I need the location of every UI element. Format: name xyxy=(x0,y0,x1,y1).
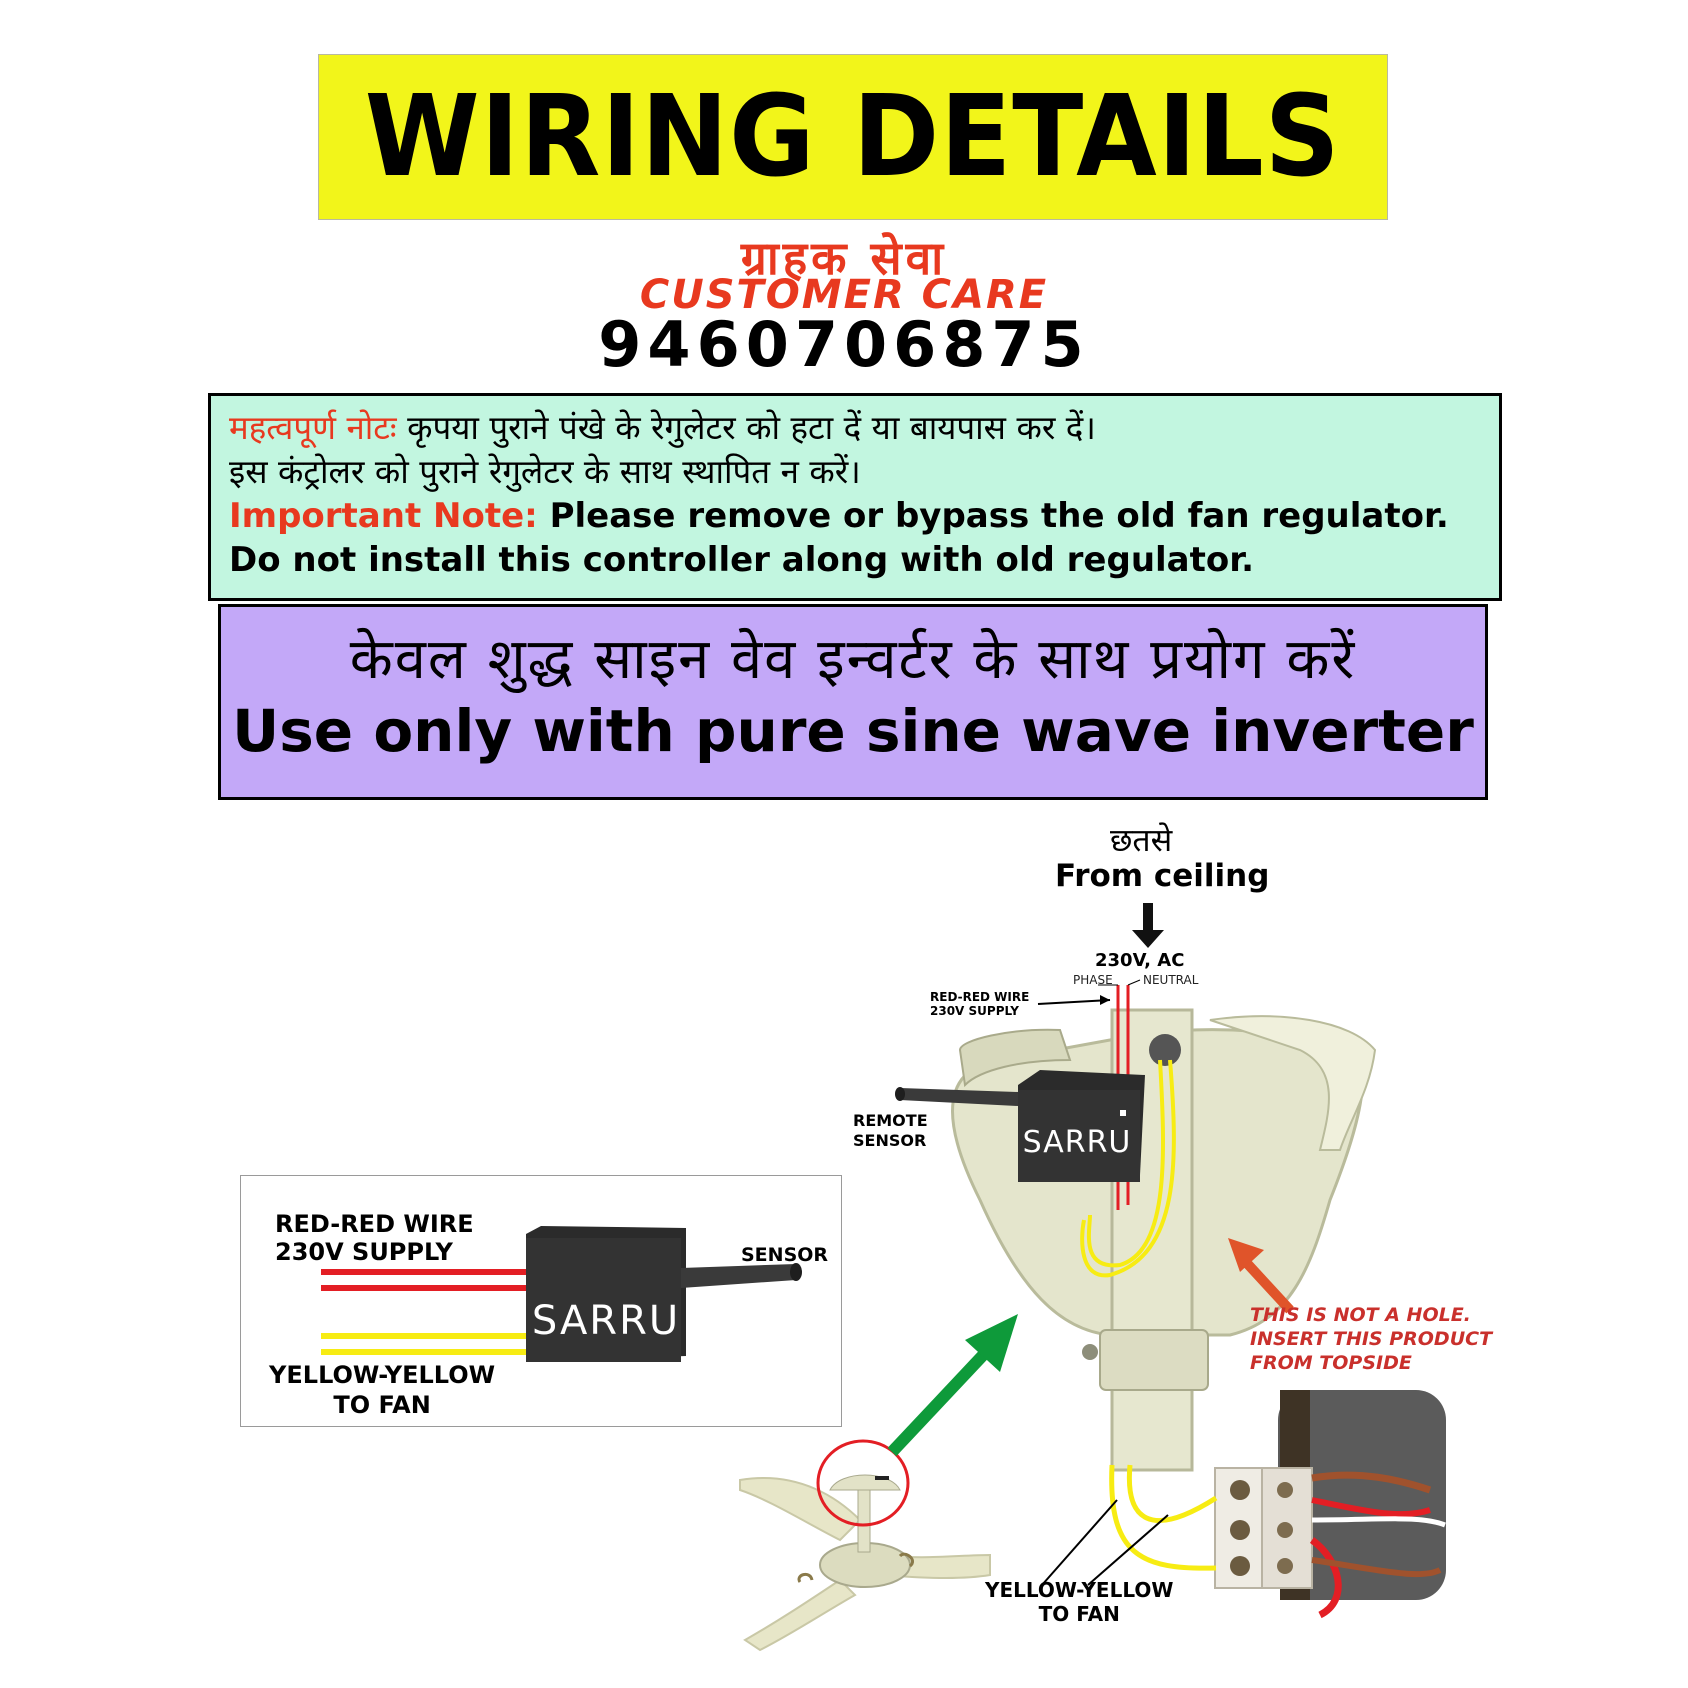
red-wire-pointer xyxy=(1037,999,1111,1005)
remote-sensor-line2: SENSOR xyxy=(853,1131,927,1150)
controller-inset: RED-RED WIRE 230V SUPPLY SENSOR SARRU YE… xyxy=(240,1175,842,1427)
inset-red-line1: RED-RED WIRE xyxy=(275,1210,474,1238)
inset-sensor-tip xyxy=(790,1263,802,1281)
fan-highlight-circle xyxy=(816,1439,910,1527)
ceiling-fan-thumbnail xyxy=(739,1474,991,1652)
note-english-label: Important Note: xyxy=(229,496,538,536)
yellow-label-line1: YELLOW-YELLOW xyxy=(985,1578,1174,1602)
inset-brand: SARRU xyxy=(531,1298,681,1344)
red-wire-label-line1: RED-RED WIRE xyxy=(930,990,1030,1004)
down-rod xyxy=(1110,1008,1194,1472)
red-wire-pointer-head xyxy=(1100,995,1110,1005)
inset-yellow-label: YELLOW-YELLOW TO FAN xyxy=(269,1360,495,1420)
inverter-english: Use only with pure sine wave inverter xyxy=(232,697,1474,765)
page-title: WIRING DETAILS xyxy=(365,72,1341,202)
remote-sensor-stub xyxy=(900,1088,1018,1106)
neutral-label: NEUTRAL xyxy=(1143,973,1199,987)
yellow-label-line2: TO FAN xyxy=(1038,1602,1120,1626)
inset-yellow-line2: TO FAN xyxy=(333,1391,431,1419)
note-hindi-text2: इस कंट्रोलर को पुराने रेगुलेटर के साथ स्… xyxy=(229,452,861,491)
remote-sensor-line1: REMOTE xyxy=(853,1111,928,1130)
yellow-wire-2 xyxy=(1080,1059,1176,1278)
phase-label: PHASE xyxy=(1073,973,1113,987)
green-arrow-icon xyxy=(887,1314,1018,1457)
yellow-pointer-1 xyxy=(1041,1499,1118,1586)
customer-care-phone: 9460706875 xyxy=(598,308,1090,381)
inset-red-line2: 230V SUPPLY xyxy=(275,1238,453,1266)
inverter-warning-box: केवल शुद्ध साइन वेव इन्वर्टर के साथ प्रय… xyxy=(218,604,1488,800)
orange-arrow-icon xyxy=(1228,1238,1294,1314)
rod-hole xyxy=(1149,1034,1181,1066)
red-wire-label-line2: 230V SUPPLY xyxy=(930,1004,1019,1018)
inverter-hindi: केवल शुद्ध साइन वेव इन्वर्टर के साथ प्रय… xyxy=(349,627,1357,692)
yellow-wire-1 xyxy=(1086,1059,1166,1268)
rod-yellow-wire-2 xyxy=(1109,1464,1217,1571)
note-english-text2: Do not install this controller along wit… xyxy=(229,540,1255,580)
down-arrow-icon xyxy=(1132,903,1164,948)
customer-care-label: CUSTOMER CARE xyxy=(639,272,1049,318)
remote-sensor-tip xyxy=(895,1087,905,1101)
title-banner: WIRING DETAILS xyxy=(318,54,1388,220)
note-english-line1: Important Note: Please remove or bypass … xyxy=(229,494,1481,538)
from-ceiling-label: From ceiling xyxy=(1055,858,1270,894)
important-note-box: महत्वपूर्ण नोटः कृपया पुराने पंखे के रेग… xyxy=(208,393,1502,601)
remote-sensor-label: REMOTE SENSOR xyxy=(853,1111,928,1151)
inset-red-wire-label: RED-RED WIRE 230V SUPPLY xyxy=(275,1210,474,1266)
warning-line3: FROM TOPSIDE xyxy=(1250,1352,1412,1374)
rod-bolt xyxy=(1082,1344,1098,1360)
terminal-block xyxy=(1214,1390,1446,1619)
note-hindi-line1: महत्वपूर्ण नोटः कृपया पुराने पंखे के रेग… xyxy=(229,406,1481,450)
from-ceiling-hindi: छतसे xyxy=(1110,821,1173,859)
inset-drawing xyxy=(321,1226,802,1362)
warning-line2: INSERT THIS PRODUCT xyxy=(1250,1328,1493,1350)
red-wire-label: RED-RED WIRE 230V SUPPLY xyxy=(930,990,1029,1018)
yellow-pointer-2 xyxy=(1087,1514,1169,1586)
rod-yellow-wire-1 xyxy=(1126,1464,1218,1523)
customer-care-hindi: ग्राहक सेवा xyxy=(740,231,948,285)
inset-sensor-label: SENSOR xyxy=(741,1244,829,1266)
warning-line1: THIS IS NOT A HOLE. xyxy=(1250,1304,1471,1326)
rod-collar xyxy=(1099,1329,1209,1391)
controller-box xyxy=(1018,1070,1145,1182)
inset-sensor-cable xyxy=(681,1264,796,1288)
yellow-to-fan-label: YELLOW-YELLOW TO FAN xyxy=(985,1578,1173,1626)
controller-brand: SARRU xyxy=(1023,1125,1132,1160)
supply-voltage: 230V, AC xyxy=(1095,950,1185,971)
note-english-text1: Please remove or bypass the old fan regu… xyxy=(549,496,1449,536)
inset-yellow-line1: YELLOW-YELLOW xyxy=(269,1361,496,1389)
note-hindi-label: महत्वपूर्ण नोटः xyxy=(229,408,397,447)
note-hindi-text1: कृपया पुराने पंखे के रेगुलेटर को हटा दें… xyxy=(407,408,1096,447)
not-a-hole-warning: THIS IS NOT A HOLE. INSERT THIS PRODUCT … xyxy=(1250,1303,1492,1375)
